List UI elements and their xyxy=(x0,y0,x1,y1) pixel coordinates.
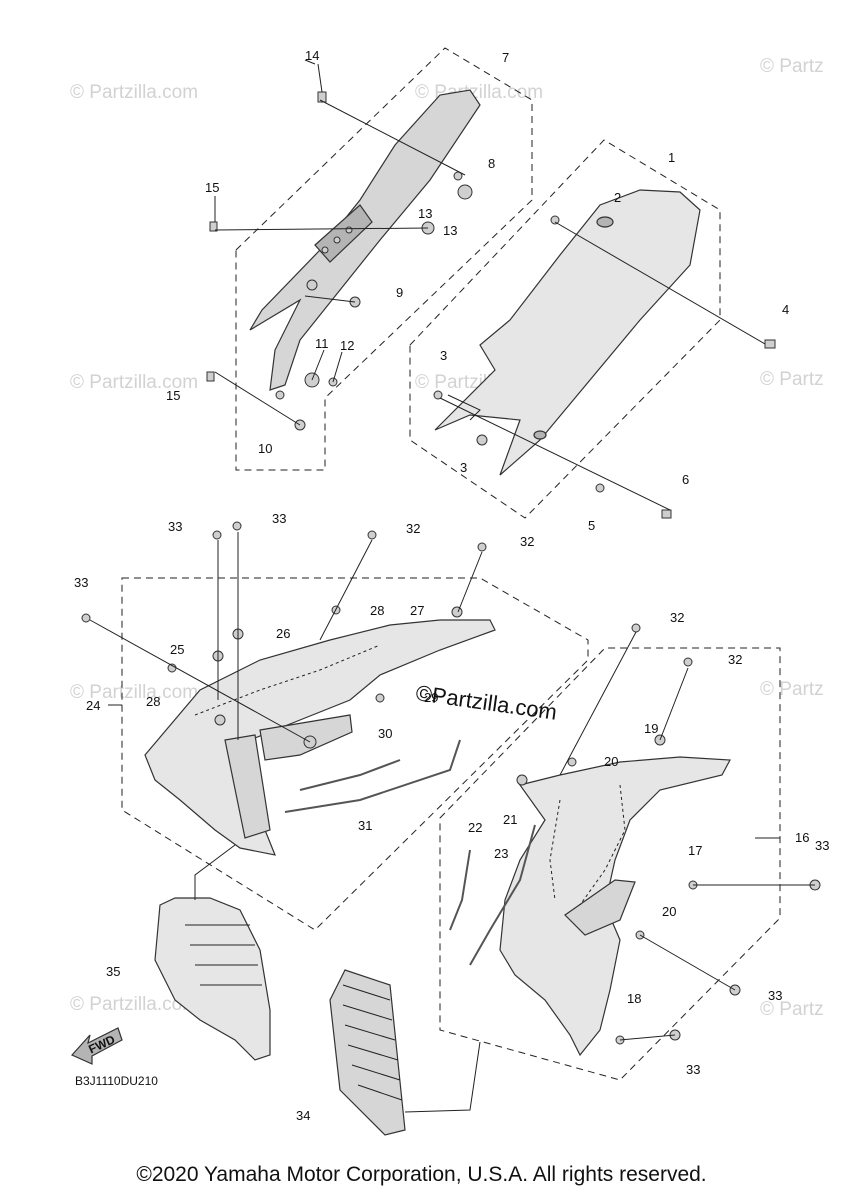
callout-label: 13 xyxy=(418,206,432,221)
callout-label: 19 xyxy=(644,721,658,736)
callout-label: 17 xyxy=(688,843,702,858)
callout-label: 22 xyxy=(468,820,482,835)
callout-label: 3 xyxy=(440,348,447,363)
watermark: © Partzilla.com xyxy=(70,994,198,1015)
part-23-strip xyxy=(469,824,536,966)
callout-label: 3 xyxy=(460,460,467,475)
watermark-layer: © Partzilla.com © Partzilla.com © Partz … xyxy=(70,56,824,1020)
assembly-box-7 xyxy=(235,47,533,471)
diagram-code: B3J1110DU210 xyxy=(75,1074,158,1088)
callout-label: 15 xyxy=(205,180,219,195)
watermark: © Partz xyxy=(760,999,824,1020)
part-30-strip xyxy=(299,759,401,791)
watermark: © Partzilla.com xyxy=(70,372,198,393)
assembly-box-1 xyxy=(409,139,721,519)
watermark: © Partzilla.com xyxy=(70,82,198,103)
watermark: © Partz xyxy=(760,369,824,390)
callout-label: 20 xyxy=(604,754,618,769)
callout-label: 32 xyxy=(406,521,420,536)
leader-lines xyxy=(89,59,815,1113)
callout-label: 33 xyxy=(686,1062,700,1077)
callout-label: 33 xyxy=(168,519,182,534)
callout-label: 26 xyxy=(276,626,290,641)
callout-label: 28 xyxy=(370,603,384,618)
callouts: 14 7 8 15 13 13 9 11 12 15 10 1 2 4 3 3 … xyxy=(74,48,829,1123)
watermark: © Partzilla.com xyxy=(70,682,198,703)
callout-label: 30 xyxy=(378,726,392,741)
callout-label: 14 xyxy=(305,48,319,63)
callout-label: 10 xyxy=(258,441,272,456)
part-34-vent xyxy=(329,969,406,1136)
callout-label: 8 xyxy=(488,156,495,171)
part-7-upper-bracket xyxy=(249,89,481,400)
fwd-arrow: FWD xyxy=(71,1027,123,1065)
callout-label: 9 xyxy=(396,285,403,300)
callout-label: 33 xyxy=(272,511,286,526)
part-31-strip xyxy=(284,739,461,813)
callout-label: 4 xyxy=(782,302,789,317)
callout-label: 33 xyxy=(74,575,88,590)
callout-label: 32 xyxy=(728,652,742,667)
part-16-right-shroud xyxy=(499,756,731,1057)
watermark: © Partz xyxy=(760,679,824,700)
callout-label: 33 xyxy=(815,838,829,853)
part-35-scoop xyxy=(154,897,271,1061)
callout-label: 7 xyxy=(502,50,509,65)
callout-label: 15 xyxy=(166,388,180,403)
callout-label: 5 xyxy=(588,518,595,533)
fwd-label: FWD xyxy=(86,1032,117,1056)
watermark: © Partz xyxy=(760,56,824,77)
callout-label: 11 xyxy=(315,336,329,351)
callout-label: 28 xyxy=(146,694,160,709)
callout-label: 12 xyxy=(340,338,354,353)
callout-label: 18 xyxy=(627,991,641,1006)
callout-label: 25 xyxy=(170,642,184,657)
callout-label: 2 xyxy=(614,190,621,205)
callout-label: 23 xyxy=(494,846,508,861)
watermark: © Partzilla.com xyxy=(415,82,543,103)
callout-label: 24 xyxy=(86,698,100,713)
callout-label: 1 xyxy=(668,150,675,165)
fwd-arrow-icon xyxy=(71,1027,123,1065)
callout-label: 21 xyxy=(503,812,517,827)
callout-label: 33 xyxy=(768,988,782,1003)
part-1-side-cover xyxy=(434,189,701,476)
callout-label: 31 xyxy=(358,818,372,833)
callout-label: 35 xyxy=(106,964,120,979)
callout-label: 32 xyxy=(670,610,684,625)
callout-label: 29 xyxy=(424,690,438,705)
callout-label: 27 xyxy=(410,603,424,618)
part-22-strip xyxy=(449,849,471,931)
callout-label: 16 xyxy=(795,830,809,845)
copyright-notice: ©2020 Yamaha Motor Corporation, U.S.A. A… xyxy=(136,1163,707,1186)
callout-label: 6 xyxy=(682,472,689,487)
callout-label: 32 xyxy=(520,534,534,549)
part-24-left-shroud xyxy=(144,619,496,856)
callout-label: 20 xyxy=(662,904,676,919)
callout-label: 34 xyxy=(296,1108,310,1123)
callout-label: 13 xyxy=(443,223,457,238)
assembly-box-16 xyxy=(439,647,781,1081)
